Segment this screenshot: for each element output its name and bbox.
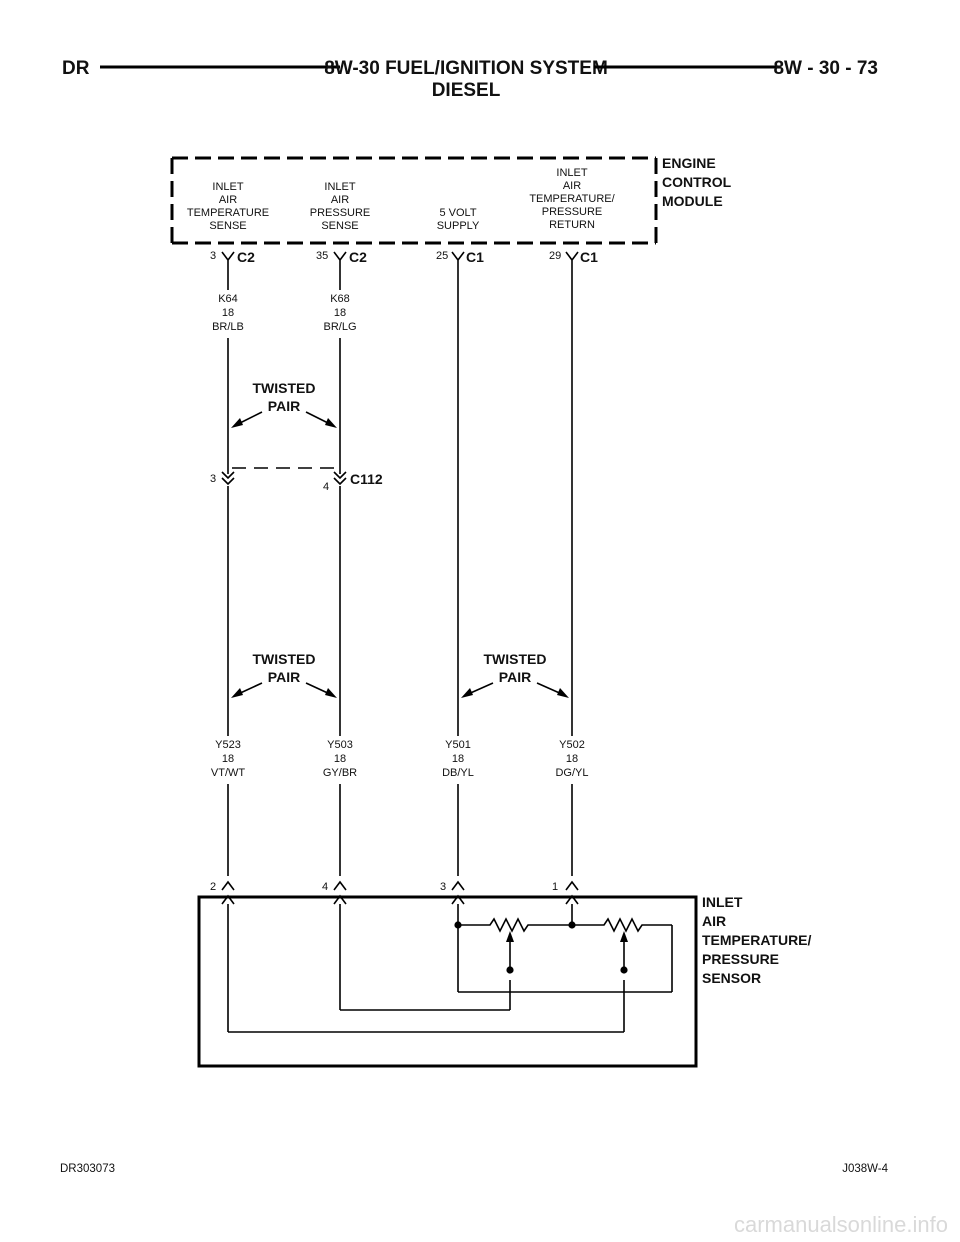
ecm-connector-name: C1 xyxy=(580,249,598,265)
sensor-pin-number: 1 xyxy=(552,881,558,893)
terminal-label: INLET xyxy=(324,181,355,193)
sensor-pin-number: 2 xyxy=(210,881,216,893)
junction-dots xyxy=(454,921,628,974)
ecm-connector-name: C1 xyxy=(466,249,484,265)
wire-gauge: 18 xyxy=(222,753,234,765)
sensor-pin-number: 3 xyxy=(440,881,446,893)
ecm-connector-name: C2 xyxy=(237,249,255,265)
svg-text:PAIR: PAIR xyxy=(268,669,300,685)
terminal-label: SENSE xyxy=(209,220,246,232)
wire-gauge: 18 xyxy=(334,753,346,765)
wire-gauge: 18 xyxy=(566,753,578,765)
terminal-label: TEMPERATURE xyxy=(187,207,269,219)
ecm-pin-number: 3 xyxy=(210,250,216,262)
watermark: carmanualsonline.info xyxy=(734,1212,948,1237)
terminal-label: INLET xyxy=(212,181,243,193)
terminal-label: PRESSURE xyxy=(542,206,603,218)
wire-color: BR/LG xyxy=(323,321,356,333)
header-left-code: DR xyxy=(62,58,90,79)
terminal-label: PRESSURE xyxy=(310,207,371,219)
wire-circuit: Y502 xyxy=(559,739,585,751)
c112-connector xyxy=(221,467,347,486)
wire-circuit: Y501 xyxy=(445,739,471,751)
c112-name: C112 xyxy=(350,471,383,487)
twisted-pair-annotation-upper: TWISTED PAIR xyxy=(231,380,337,428)
footer-right-code: J038W-4 xyxy=(842,1163,888,1175)
ecm-box xyxy=(170,156,658,245)
resistor-right xyxy=(572,917,672,933)
sensor-connector-pins xyxy=(221,880,579,905)
terminal-label: 5 VOLT xyxy=(439,207,476,219)
ecm-pin-number: 25 xyxy=(436,250,448,262)
wire-gauge: 18 xyxy=(334,307,346,319)
header-title-line2: DIESEL xyxy=(432,80,501,101)
header-title-line1: 8W-30 FUEL/IGNITION SYSTEM xyxy=(324,58,608,79)
twisted-pair-annotation-lower-right: TWISTED PAIR xyxy=(461,651,569,698)
terminal-label: SUPPLY xyxy=(437,220,480,232)
ecm-connector-name: C2 xyxy=(349,249,367,265)
svg-text:TWISTED: TWISTED xyxy=(484,651,547,667)
wire-gauge: 18 xyxy=(222,307,234,319)
ecm-connector-pins xyxy=(221,251,579,268)
wire-color: DG/YL xyxy=(555,767,588,779)
ecm-pin-number: 35 xyxy=(316,250,328,262)
header-page-number: 8W - 30 - 73 xyxy=(773,58,878,79)
sensor-box xyxy=(197,895,698,1068)
ecm-name-line2: CONTROL xyxy=(662,174,732,190)
ecm-pin-number: 29 xyxy=(549,250,561,262)
ecm-name-line1: ENGINE xyxy=(662,155,716,171)
svg-text:TWISTED: TWISTED xyxy=(253,651,316,667)
sensor-pin-number: 4 xyxy=(322,881,328,893)
svg-text:TWISTED: TWISTED xyxy=(253,380,316,396)
c112-pin-right: 4 xyxy=(323,481,329,493)
terminal-label: AIR xyxy=(563,180,581,192)
c112-pin-left: 3 xyxy=(210,473,216,485)
wire-circuit: K68 xyxy=(330,293,350,305)
upper-wire-labels: K64 18 BR/LB K68 18 BR/LG xyxy=(212,293,356,333)
sensor-name-line4: PRESSURE xyxy=(702,951,779,967)
wire-color: DB/YL xyxy=(442,767,474,779)
wire-gauge: 18 xyxy=(452,753,464,765)
terminal-label: TEMPERATURE/ xyxy=(529,193,615,205)
sensor-name-line1: INLET xyxy=(702,894,743,910)
sensor-name-line2: AIR xyxy=(702,913,726,929)
lower-wire-labels: Y523 18 VT/WT Y503 18 GY/BR Y501 18 DB/Y… xyxy=(211,739,589,779)
footer-left-code: DR303073 xyxy=(60,1163,115,1175)
svg-text:PAIR: PAIR xyxy=(499,669,531,685)
twisted-pair-annotation-lower-left: TWISTED PAIR xyxy=(231,651,337,698)
ecm-terminal-labels: INLET AIR TEMPERATURE SENSE INLET AIR PR… xyxy=(187,167,616,232)
wire-circuit: Y503 xyxy=(327,739,353,751)
wire-color: VT/WT xyxy=(211,767,245,779)
sensor-wipers xyxy=(506,931,628,968)
wire-runs xyxy=(227,268,573,876)
terminal-label: AIR xyxy=(331,194,349,206)
sensor-name-line5: SENSOR xyxy=(702,970,761,986)
terminal-label: SENSE xyxy=(321,220,358,232)
svg-text:PAIR: PAIR xyxy=(268,398,300,414)
wire-color: BR/LB xyxy=(212,321,244,333)
wire-circuit: Y523 xyxy=(215,739,241,751)
terminal-label: INLET xyxy=(556,167,587,179)
wire-circuit: K64 xyxy=(218,293,238,305)
terminal-label: AIR xyxy=(219,194,237,206)
resistor-left xyxy=(458,917,572,933)
sensor-name-line3: TEMPERATURE/ xyxy=(702,932,812,948)
terminal-label: RETURN xyxy=(549,219,595,231)
wire-color: GY/BR xyxy=(323,767,357,779)
ecm-name-line3: MODULE xyxy=(662,193,723,209)
